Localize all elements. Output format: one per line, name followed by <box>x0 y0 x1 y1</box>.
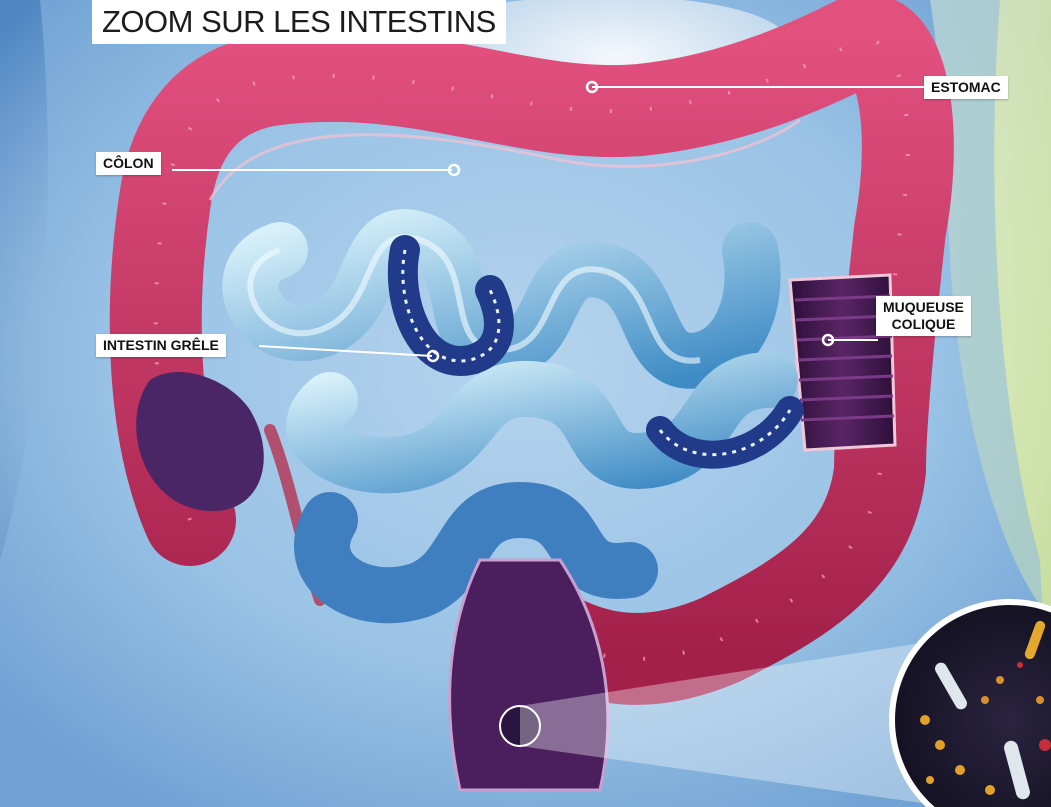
label-muqueuse-colique: MUQUEUSE COLIQUE <box>876 296 971 336</box>
label-muqueuse-line1: MUQUEUSE <box>883 299 964 316</box>
label-intestin-grele: INTESTIN GRÊLE <box>96 334 226 357</box>
label-muqueuse-line2: COLIQUE <box>883 316 964 333</box>
label-colon: CÔLON <box>96 152 161 175</box>
label-estomac: ESTOMAC <box>924 76 1008 99</box>
page-title: ZOOM SUR LES INTESTINS <box>92 0 506 44</box>
